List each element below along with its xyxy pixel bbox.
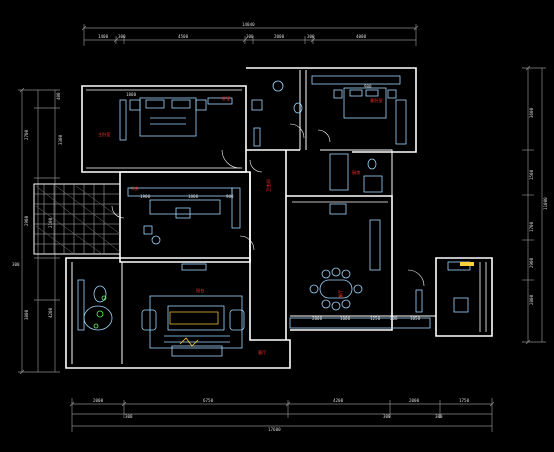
room-label: 客卧室 [370,97,383,104]
dim-left: 300 [12,262,20,267]
dim-left: 2100 [48,217,53,228]
dim-top-seg: 300 [246,34,254,39]
bedroom-bed [343,87,387,119]
inner-dim: 1800 [188,194,199,199]
dim-bottom-seg: 4200 [333,398,344,403]
door-swings [111,123,425,287]
dining-table [319,279,353,299]
dim-top-seg: 300 [118,34,126,39]
inner-dim: 2000 [312,316,323,321]
room-label: 厨房 [352,169,360,176]
dim-left: 2700 [24,129,29,140]
dim-top-seg: 1400 [98,34,109,39]
dim-top-total: 14040 [242,22,255,27]
dim-bottom-seg: 1750 [459,398,470,403]
dim-bottom-seg: 6750 [203,398,214,403]
room-label: 卫生间 [265,179,272,192]
inner-dimension-labels: 1800 900 1800 1900 900 1000 200 2000 125… [126,84,421,321]
dim-right: 2800 [529,294,534,305]
room-label: 客厅 [258,349,266,356]
room-labels: 主卧室 卧室 客卧室 书房 餐厅 客厅 卫生间 阳台 厨房 [98,95,383,356]
room-label: 书房 [130,185,138,192]
dim-bottom-seg: 300 [435,414,443,419]
inner-dim: 1900 [140,194,151,199]
dimension-labels-left: 400 2700 3300 300 2900 3800 4200 2100 [12,92,63,320]
dim-left: 3800 [24,309,29,320]
dim-bottom-seg: 2000 [93,398,104,403]
accent-marks [93,262,474,347]
dimension-ticks [19,25,531,407]
inner-dim: 1050 [410,316,421,321]
dim-top-seg: 2000 [274,34,285,39]
walls [33,67,493,369]
inner-dim: 1800 [126,92,137,97]
dim-left: 400 [56,92,61,100]
dim-right: 1500 [529,169,534,180]
inner-dim: 200 [390,316,398,321]
balcony-tile-grid [34,184,121,255]
dim-right: 11000 [543,197,548,210]
room-label: 卧室 [222,95,230,102]
dim-top-seg: 4000 [356,34,367,39]
dim-right: 3600 [529,107,534,118]
room-label: 餐厅 [337,290,344,298]
dim-bottom-seg: 300 [125,414,133,419]
study-desk [149,199,221,215]
dim-left: 4200 [48,307,53,318]
dim-bottom-total: 17600 [268,427,281,432]
dim-bottom-seg: 2000 [409,398,420,403]
dim-bottom-seg: 300 [383,414,391,419]
inner-dim: 1000 [340,316,351,321]
dimension-labels: 14040 1400 300 4500 300 2000 300 4000 20… [93,22,470,432]
room-label: 阳台 [196,287,204,294]
inner-dim: 900 [364,84,372,89]
room-label: 主卧室 [98,131,111,138]
inner-dim: 900 [226,194,234,199]
dim-top-seg: 300 [307,34,315,39]
living-room-sofa [149,295,243,349]
dim-right: 1700 [529,221,534,232]
dim-left: 3300 [58,134,63,145]
master-bed [139,97,197,137]
dim-right: 2900 [529,257,534,268]
dim-top-seg: 4500 [178,34,189,39]
dim-left: 2900 [24,215,29,226]
furniture [77,75,471,357]
inner-dim: 1250 [370,316,381,321]
dimension-labels-right: 3600 1500 1700 2900 2800 11000 [529,107,548,305]
